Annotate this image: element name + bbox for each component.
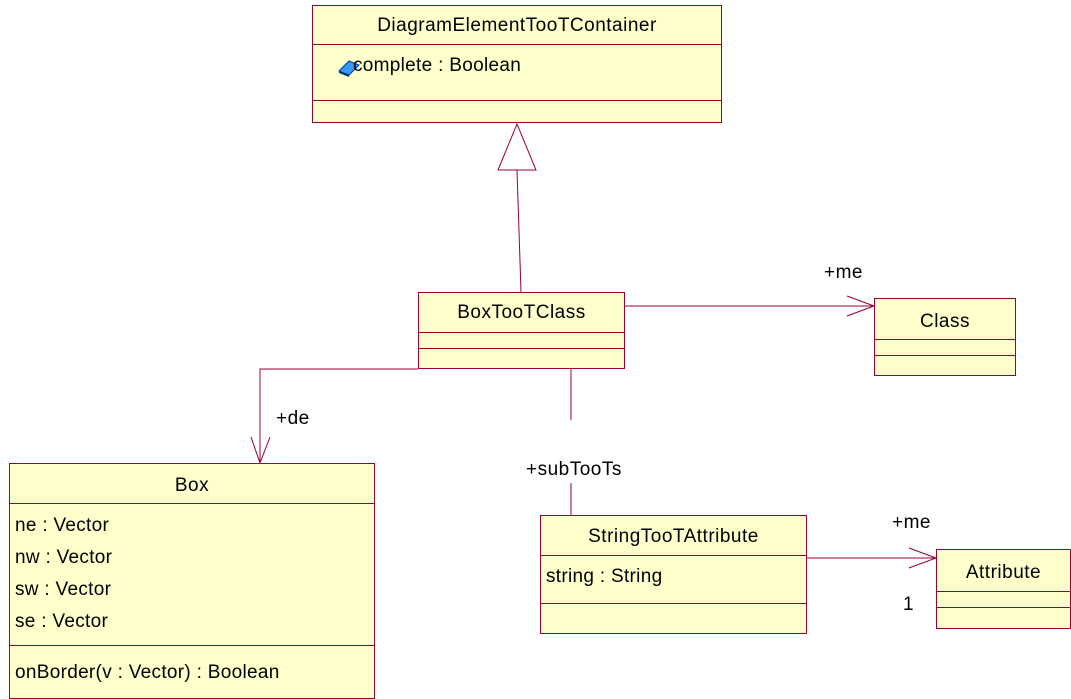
- class-class[interactable]: Class: [874, 298, 1016, 376]
- class-name: Attribute: [937, 550, 1070, 592]
- class-attribute[interactable]: Attribute: [936, 549, 1071, 629]
- multiplicity-label-attr: 1: [903, 594, 915, 615]
- operation-row: onBorder(v : Vector) : Boolean: [15, 662, 280, 683]
- class-name: Class: [875, 299, 1015, 340]
- class-name: BoxTooTClass: [419, 293, 624, 333]
- class-name: DiagramElementTooTContainer: [313, 6, 721, 45]
- operations-section: [313, 101, 721, 122]
- generalization-arrowhead: [497, 122, 537, 171]
- attribute-row: se : Vector: [15, 611, 109, 632]
- class-box-toot-class[interactable]: BoxTooTClass: [418, 292, 625, 369]
- attributes-section: string : String: [541, 556, 806, 604]
- attributes-section: [937, 592, 1070, 608]
- attribute-row: ne : Vector: [15, 515, 110, 536]
- generalization-line: [516, 169, 522, 293]
- attributes-section: ne : Vector nw : Vector sw : Vector se :…: [10, 504, 374, 646]
- role-label-subtoots: +subTooTs: [526, 459, 622, 480]
- attribute-row: sw : Vector: [15, 579, 112, 600]
- attribute-row: string : String: [546, 566, 663, 587]
- class-diagram-element-toot-container[interactable]: DiagramElementTooTContainer complete : B…: [312, 5, 722, 123]
- attribute-icon: [337, 59, 361, 82]
- role-label-me-class: +me: [824, 262, 863, 283]
- operations-section: [541, 604, 806, 633]
- attribute-row: nw : Vector: [15, 547, 113, 568]
- class-string-toot-attribute[interactable]: StringTooTAttribute string : String: [540, 515, 807, 634]
- attributes-section: [419, 333, 624, 349]
- operations-section: onBorder(v : Vector) : Boolean: [10, 646, 374, 698]
- association-de-box: [259, 368, 418, 463]
- attributes-section: [875, 340, 1015, 356]
- class-box[interactable]: Box ne : Vector nw : Vector sw : Vector …: [9, 463, 375, 699]
- role-label-me-attr: +me: [892, 512, 931, 533]
- operations-section: [875, 356, 1015, 375]
- attributes-section: complete : Boolean: [313, 45, 721, 101]
- attribute-row: complete : Boolean: [353, 55, 522, 76]
- class-name: Box: [10, 464, 374, 504]
- class-name: StringTooTAttribute: [541, 516, 806, 556]
- operations-section: [419, 349, 624, 368]
- role-label-de-box: +de: [276, 408, 310, 429]
- operations-section: [937, 608, 1070, 628]
